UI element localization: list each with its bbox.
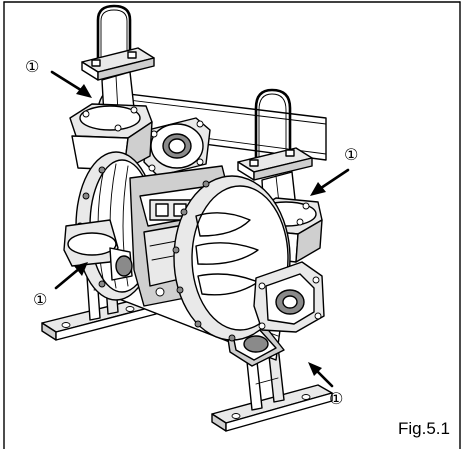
- callout-marker: ①: [329, 389, 343, 408]
- callout-bottom-right: ①: [308, 362, 343, 408]
- callout-marker: ①: [33, 290, 47, 309]
- figure-frame: [3, 1, 461, 449]
- callout-bottom-left: ①: [33, 262, 88, 309]
- callout-top-right: ①: [310, 145, 358, 196]
- center-flange: [143, 117, 211, 177]
- callout-top-left: ①: [25, 57, 92, 98]
- callout-marker: ①: [344, 145, 358, 164]
- right-lower-valve-housing: [253, 261, 325, 333]
- figure-label: Fig.5.1: [398, 419, 450, 438]
- right-base-rail: [211, 384, 333, 432]
- left-lower-valve-housing: [63, 219, 133, 281]
- callout-marker: ①: [25, 57, 39, 76]
